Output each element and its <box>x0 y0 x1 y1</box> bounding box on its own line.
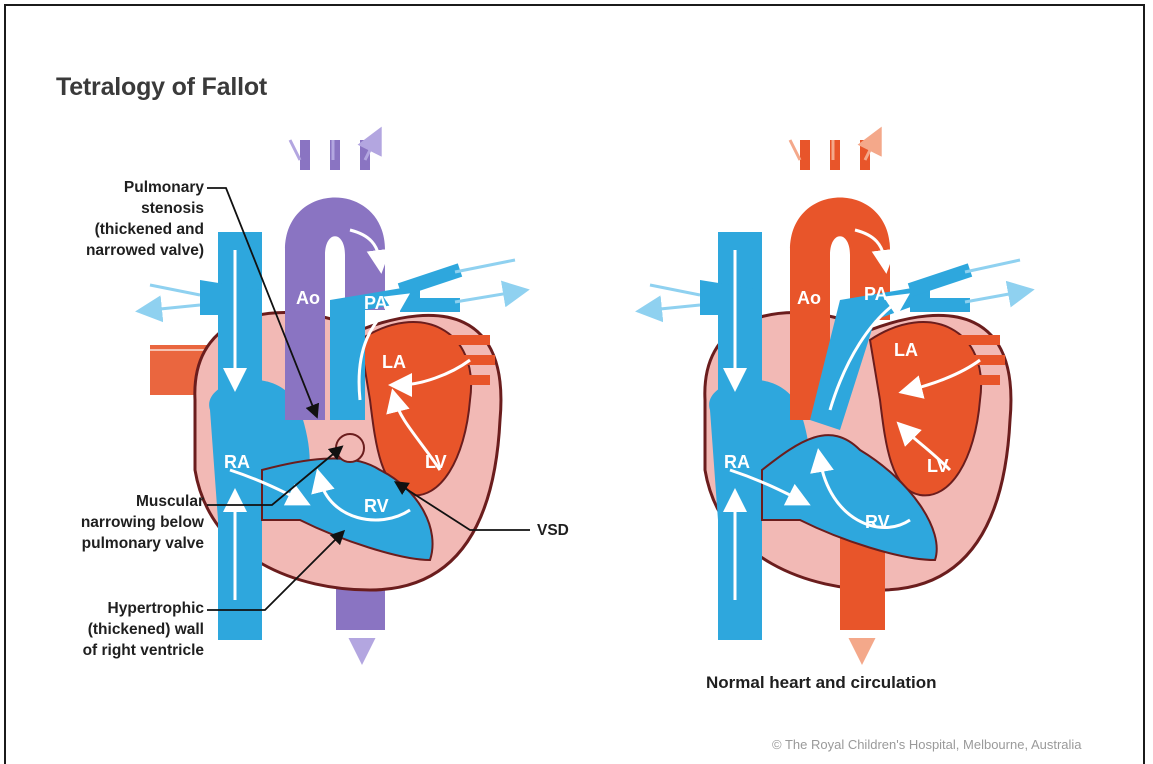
label-la-left: LA <box>382 352 406 372</box>
label-la-right: LA <box>894 340 918 360</box>
muscular-narrowing-line-1: Muscular <box>44 491 204 512</box>
muscular-narrowing-label: Muscular narrowing below pulmonary valve <box>44 491 204 554</box>
normal-heart: Ao PA LA RA LV RV <box>650 140 1020 650</box>
vsd-label: VSD <box>537 520 569 541</box>
muscular-narrowing <box>336 434 364 462</box>
pulmonary-stenosis-line-2: stenosis <box>44 198 204 219</box>
label-rv-left: RV <box>364 496 389 516</box>
label-pa-right: PA <box>864 284 888 304</box>
normal-heart-caption: Normal heart and circulation <box>706 673 937 693</box>
label-ao-right: Ao <box>797 288 821 308</box>
hypertrophic-wall-line-2: (thickened) wall <box>44 619 204 640</box>
label-ra-left: RA <box>224 452 250 472</box>
label-ao-left: Ao <box>296 288 320 308</box>
muscular-narrowing-line-2: narrowing below <box>44 512 204 533</box>
pulmonary-stenosis-line-3: (thickened and <box>44 219 204 240</box>
label-rv-right: RV <box>865 512 890 532</box>
pulmonary-stenosis-line-1: Pulmonary <box>44 177 204 198</box>
hypertrophic-wall-line-1: Hypertrophic <box>44 598 204 619</box>
copyright-credit: © The Royal Children's Hospital, Melbour… <box>772 737 1082 752</box>
pulmonary-stenosis-label: Pulmonary stenosis (thickened and narrow… <box>44 177 204 261</box>
label-lv-left: LV <box>425 452 447 472</box>
hypertrophic-wall-line-3: of right ventricle <box>44 640 204 661</box>
tetralogy-heart: Ao PA LA RA LV RV <box>150 140 515 650</box>
hypertrophic-wall-label: Hypertrophic (thickened) wall of right v… <box>44 598 204 661</box>
pulmonary-stenosis-line-4: narrowed valve) <box>44 240 204 261</box>
label-pa-left: PA <box>364 293 388 313</box>
muscular-narrowing-line-3: pulmonary valve <box>44 533 204 554</box>
label-ra-right: RA <box>724 452 750 472</box>
label-lv-right: LV <box>927 456 949 476</box>
